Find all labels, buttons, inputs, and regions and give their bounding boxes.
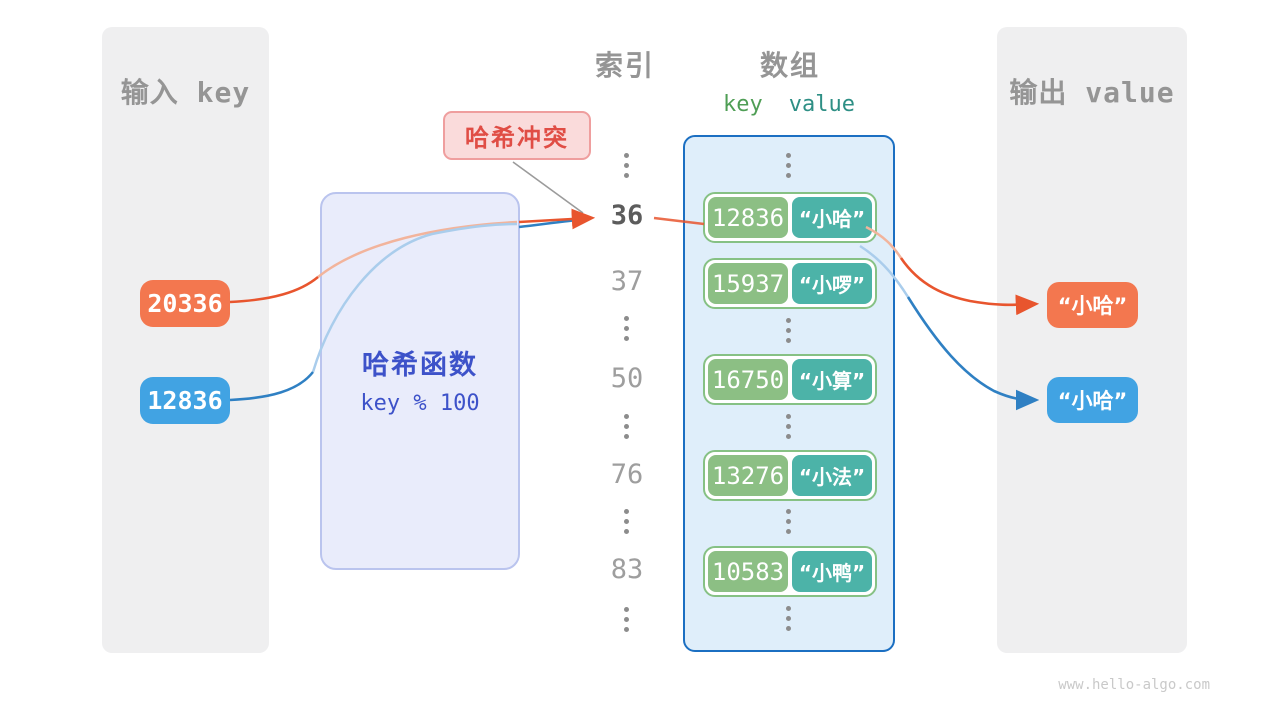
bucket-value: “小算” bbox=[792, 359, 872, 400]
ellipsis-icon bbox=[786, 509, 791, 534]
index-36: 36 bbox=[610, 200, 644, 231]
ellipsis-icon bbox=[786, 318, 791, 343]
ellipsis-icon bbox=[624, 607, 629, 632]
collision-pointer-line bbox=[512, 161, 584, 214]
bucket-value: “小啰” bbox=[792, 263, 872, 304]
bucket-value: “小鸭” bbox=[792, 551, 872, 592]
output-value-blue: “小哈” bbox=[1047, 377, 1138, 423]
hash-function-formula: key % 100 bbox=[360, 391, 480, 416]
bucket-value: “小哈” bbox=[792, 197, 872, 238]
input-panel-title: 输入 key bbox=[120, 76, 251, 109]
input-key-12836: 12836 bbox=[140, 377, 230, 424]
output-value-panel: 输出 value bbox=[997, 27, 1187, 653]
key-value-header: key value bbox=[683, 92, 895, 117]
ellipsis-icon bbox=[624, 509, 629, 534]
ellipsis-icon bbox=[786, 606, 791, 631]
bucket-key: 15937 bbox=[708, 263, 788, 304]
index-76: 76 bbox=[610, 459, 644, 490]
input-key-20336: 20336 bbox=[140, 280, 230, 327]
index-37: 37 bbox=[610, 266, 644, 297]
index-column-title: 索引 bbox=[594, 49, 655, 82]
bucket-row-37: 15937 “小啰” bbox=[703, 258, 877, 309]
bucket-row-36: 12836 “小哈” bbox=[703, 192, 877, 243]
bucket-key: 13276 bbox=[708, 455, 788, 496]
bucket-key: 10583 bbox=[708, 551, 788, 592]
input-key-panel: 输入 key bbox=[102, 27, 269, 653]
hash-collision-callout: 哈希冲突 bbox=[443, 111, 591, 160]
ellipsis-icon bbox=[786, 414, 791, 439]
output-value-orange: “小哈” bbox=[1047, 282, 1138, 328]
ellipsis-icon bbox=[624, 153, 629, 178]
bucket-row-76: 13276 “小法” bbox=[703, 450, 877, 501]
bucket-value: “小法” bbox=[792, 455, 872, 496]
bucket-key: 12836 bbox=[708, 197, 788, 238]
index-83: 83 bbox=[610, 554, 644, 585]
ellipsis-icon bbox=[786, 153, 791, 178]
bucket-row-50: 16750 “小算” bbox=[703, 354, 877, 405]
bucket-row-83: 10583 “小鸭” bbox=[703, 546, 877, 597]
key-header-label: key bbox=[723, 92, 763, 117]
array-column-title: 数组 bbox=[759, 49, 820, 82]
value-header-label: value bbox=[788, 92, 855, 117]
index-50: 50 bbox=[610, 363, 644, 394]
ellipsis-icon bbox=[624, 316, 629, 341]
watermark: www.hello-algo.com bbox=[1058, 677, 1210, 693]
hash-function-title: 哈希函数 bbox=[362, 350, 478, 381]
output-panel-title: 输出 value bbox=[1009, 76, 1175, 109]
bucket-key: 16750 bbox=[708, 359, 788, 400]
ellipsis-icon bbox=[624, 414, 629, 439]
